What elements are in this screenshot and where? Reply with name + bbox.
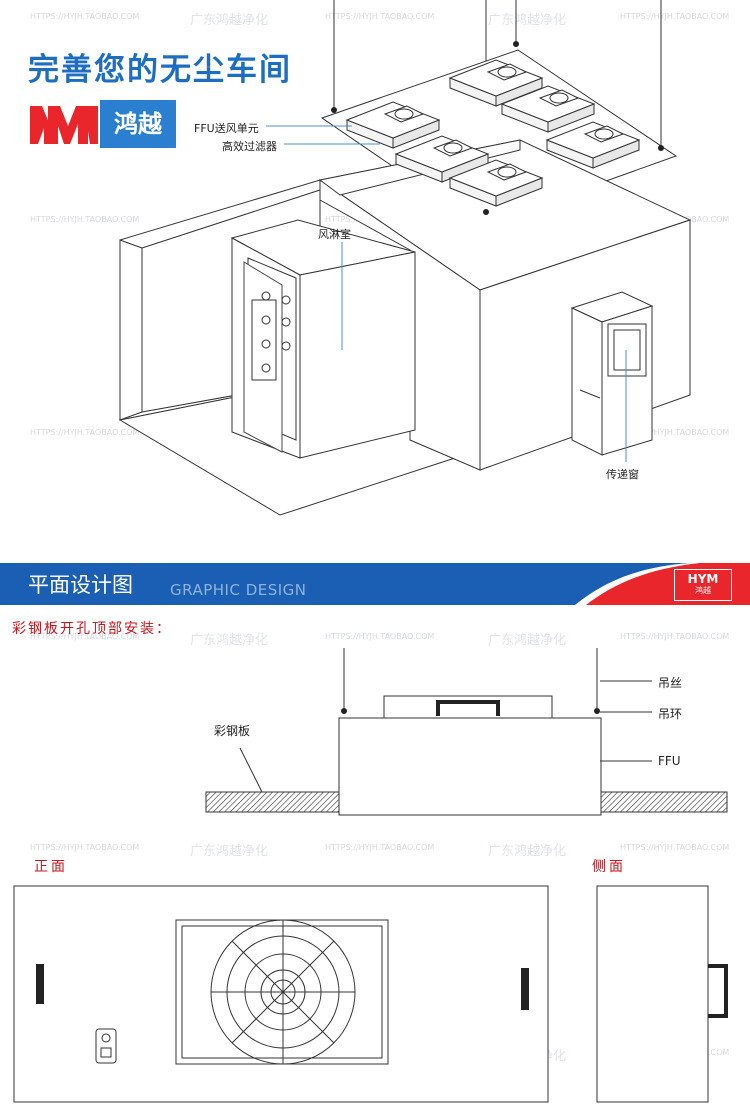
hanger-ring-label: 吊环 — [658, 707, 683, 721]
hm-logo-icon — [30, 106, 98, 144]
watermark-text: HTTPS://HYJH.TAOBAO.COM — [620, 632, 730, 641]
left-handle — [36, 964, 44, 1004]
brand-name: 鸿越 — [100, 100, 176, 148]
watermark-text: HTTPS://HYJH.TAOBAO.COM — [620, 843, 730, 852]
watermark-text: HTTPS://HYJH.TAOBAO.COM — [30, 12, 140, 21]
watermark-text: HTTPS://HYJH.TAOBAO.COM — [325, 632, 435, 641]
hym-logo-text: HYM — [687, 572, 719, 586]
watermark-text: HTTPS://HYJH.TAOBAO.COM — [620, 12, 730, 21]
ffu-label: FFU — [658, 754, 681, 768]
watermark-text: HTTPS://HYJH.TAOBAO.COM — [30, 428, 140, 437]
right-handle — [521, 968, 529, 1010]
hepa-filter-label: 高效过滤器 — [222, 140, 277, 153]
watermark-text: 广东鸿越净化 — [488, 13, 567, 28]
ffu-unit — [500, 85, 596, 133]
banner-title: 平面设计图 — [28, 573, 133, 597]
watermark-text: HTTPS://HYJH.TAOBAO.COM — [30, 843, 140, 852]
watermark-text: 广东鸿越净化 — [190, 633, 269, 648]
watermark-text: 广东鸿越净化 — [488, 633, 567, 648]
ffu-unit-label: FFU送风单元 — [194, 122, 259, 135]
watermark-text: 广东鸿越净化 — [190, 13, 269, 28]
front-view-heading: 正面 — [34, 859, 68, 875]
watermark-text: 广东鸿越净化 — [488, 844, 567, 859]
watermark-text: 广东鸿越净化 — [190, 844, 269, 859]
side-view-heading: 侧面 — [592, 859, 626, 875]
banner-background — [0, 563, 750, 605]
hanger-wire-label: 吊丝 — [658, 676, 683, 690]
ffu-unit — [345, 101, 441, 149]
watermark-text: HTTPS://HYJH.TAOBAO.COM — [620, 428, 730, 437]
install-diagram — [205, 648, 728, 816]
watermark-text: HTTPS://HYJH.TAOBAO.COM — [325, 12, 435, 21]
page-title: 完善您的无尘车间 — [28, 52, 292, 88]
watermark-text: HTTPS://HYJH.TAOBAO.COM — [30, 215, 140, 224]
air-shower-label: 风淋室 — [318, 228, 351, 241]
color-steel-panel-label: 彩钢板 — [214, 724, 251, 738]
watermark-text: HTTPS://HYJH.TAOBAO.COM — [30, 632, 140, 641]
ffu-unit — [448, 59, 544, 107]
hym-logo: HYM 鸿越 — [674, 569, 732, 601]
section-banner: 平面设计图 GRAPHIC DESIGN HYM 鸿越 — [0, 563, 750, 605]
watermark-text: HTTPS://HYJH.TAOBAO.COM — [325, 843, 435, 852]
ffu-unit — [448, 159, 544, 207]
pass-box-label: 传递窗 — [606, 468, 639, 481]
brand-logo: 鸿越 — [28, 100, 176, 148]
cleanroom-illustration — [118, 0, 692, 516]
ffu-unit — [394, 135, 490, 183]
banner-subtitle: GRAPHIC DESIGN — [170, 581, 307, 599]
hym-logo-subtext: 鸿越 — [695, 586, 711, 595]
front-view-drawing — [13, 885, 728, 1103]
install-heading: 彩钢板开孔顶部安装： — [12, 621, 172, 637]
ffu-unit — [545, 121, 641, 169]
